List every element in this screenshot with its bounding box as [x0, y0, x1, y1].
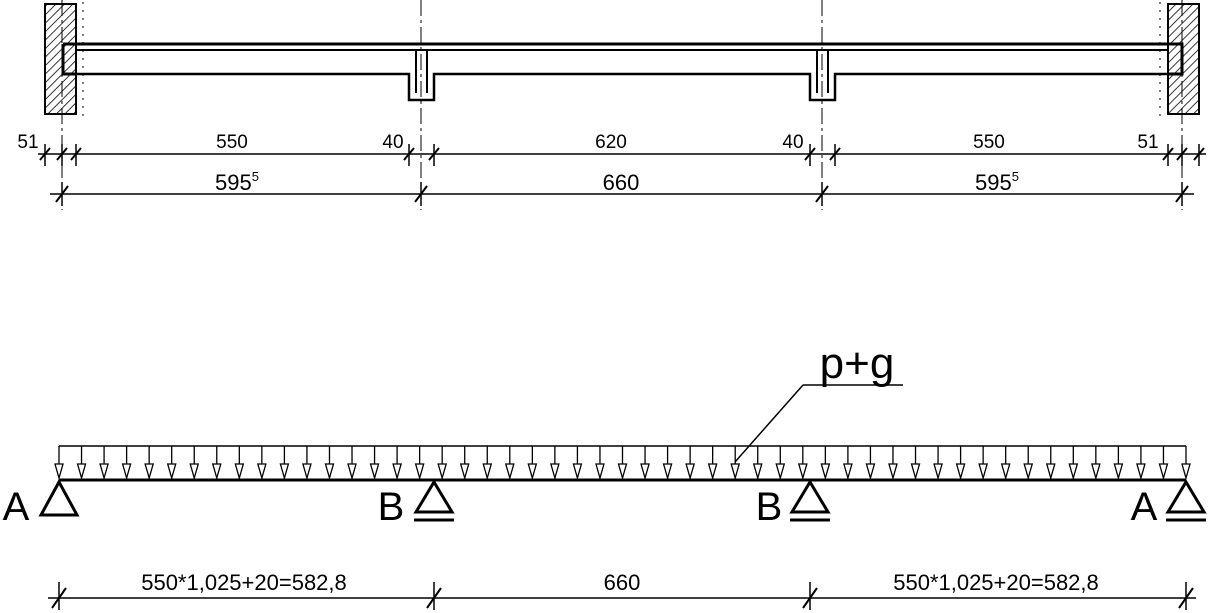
load-arrow-head: [1090, 463, 1101, 481]
load-arrow-head: [482, 463, 493, 481]
slab-bottom-ribs: [76, 72, 1168, 102]
load-arrow-head: [414, 463, 425, 481]
load-arrows: [54, 446, 1191, 481]
load-arrow-head: [54, 463, 64, 481]
load-arrow-head: [1158, 463, 1169, 481]
dimension-row-1: [38, 144, 1206, 166]
load-arrow-head: [910, 463, 921, 481]
load-arrow-head: [144, 463, 155, 481]
dim-span-1-clear: 550: [216, 132, 248, 153]
span-label-3: 550*1,025+20=582,8: [893, 570, 1099, 595]
load-arrow-head: [752, 463, 763, 481]
dim-left-wall-offset: 51: [17, 132, 38, 153]
load-arrow-head: [234, 463, 245, 481]
load-arrow-head: [550, 463, 560, 481]
dim-span-2-clear: 620: [595, 132, 627, 153]
dim-rib-2: 40: [782, 132, 803, 153]
dimension-texts-row-1: 51 550 40 620 40 550 51: [17, 132, 1158, 153]
left-wall: [44, 3, 77, 115]
slab-left-end: [61, 44, 76, 76]
load-arrow-head: [955, 463, 966, 481]
support-b-2: [789, 479, 831, 522]
load-arrow-head: [211, 463, 222, 481]
load-arrow-head: [121, 463, 132, 481]
load-arrow-head: [888, 463, 898, 481]
load-arrow-head: [797, 463, 808, 481]
support-label-b-2: B: [756, 485, 783, 529]
beam-scheme: [38, 384, 1207, 610]
support-label-b-1: B: [378, 485, 405, 529]
load-arrow-head: [166, 463, 177, 481]
load-arrow-head: [617, 463, 628, 481]
span-label-2: 660: [604, 570, 641, 595]
load-arrow-head: [527, 463, 538, 481]
dim-rib-1: 40: [382, 132, 403, 153]
load-arrow-head: [572, 463, 583, 481]
dim-span-2-axis: 660: [603, 170, 640, 195]
span-dimension-line: [48, 582, 1196, 610]
load-arrow-head: [843, 463, 853, 481]
load-arrow-head: [1068, 463, 1079, 481]
load-arrow-head: [775, 463, 786, 481]
support-label-a-right: A: [1131, 485, 1158, 529]
load-arrow-head: [437, 463, 448, 481]
load-arrow-head: [662, 463, 673, 481]
dimension-texts-row-2: 5955 660 5955: [215, 169, 1019, 195]
load-arrow-head: [324, 463, 335, 481]
load-arrow-head: [707, 463, 718, 481]
load-arrow-head: [820, 463, 831, 481]
load-arrow-head: [1045, 463, 1056, 481]
load-arrow-head: [369, 463, 380, 481]
load-arrow-head: [933, 463, 943, 481]
load-arrow-head: [392, 463, 402, 481]
load-arrow-head: [1113, 463, 1124, 481]
load-leader: [734, 384, 804, 463]
dim-right-wall-offset: 51: [1137, 132, 1158, 153]
load-arrow-head: [595, 463, 605, 481]
load-arrow-head: [1136, 463, 1146, 481]
load-arrow-head: [347, 463, 357, 481]
load-arrow-head: [99, 463, 109, 481]
load-arrow-head: [76, 463, 87, 481]
span-label-1: 550*1,025+20=582,8: [141, 570, 347, 595]
cross-section: [38, 0, 1206, 210]
dim-span-1-axis: 5955: [215, 169, 259, 195]
load-arrow-head: [730, 463, 741, 481]
load-arrow-head: [189, 463, 200, 481]
load-arrow-head: [256, 463, 267, 481]
slab-top-edge: [63, 42, 1184, 76]
load-arrow-head: [279, 463, 290, 481]
support-a-left: [38, 478, 80, 517]
load-arrow-head: [685, 463, 695, 481]
load-arrow-head: [459, 463, 470, 481]
dim-span-3-clear: 550: [973, 132, 1005, 153]
load-arrow-head: [1000, 463, 1011, 481]
load-label: p+g: [820, 339, 895, 388]
load-arrow-head: [1181, 463, 1191, 481]
load-arrow-head: [1023, 463, 1034, 481]
support-label-a-left: A: [3, 485, 30, 529]
load-arrow-head: [978, 463, 989, 481]
dim-span-3-axis: 5955: [975, 169, 1019, 195]
load-arrow-head: [504, 463, 515, 481]
load-arrow-head: [302, 463, 312, 481]
dimension-row-2: [50, 182, 1194, 206]
load-arrow-head: [865, 463, 876, 481]
load-arrow-head: [640, 463, 650, 481]
support-a-right: [1165, 479, 1207, 522]
support-b-1: [413, 479, 455, 522]
